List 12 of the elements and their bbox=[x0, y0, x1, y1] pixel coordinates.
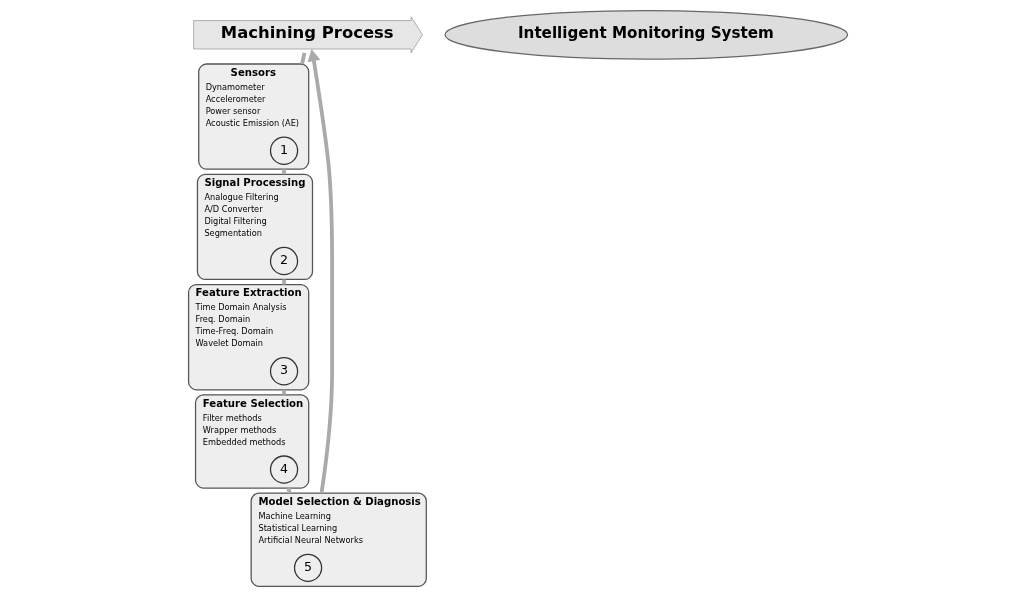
node-circle: 5 bbox=[293, 553, 322, 582]
node-circle: 2 bbox=[269, 246, 298, 276]
connector bbox=[286, 487, 292, 494]
connector bbox=[281, 389, 286, 395]
connector bbox=[281, 279, 286, 285]
node-ellipse: Intelligent Monitoring System bbox=[443, 9, 848, 60]
node-circle: 3 bbox=[269, 357, 298, 386]
node-circle: 4 bbox=[269, 455, 298, 484]
arrow bbox=[307, 48, 334, 494]
connector bbox=[281, 169, 286, 175]
connector bbox=[299, 52, 306, 65]
node-circle: 1 bbox=[269, 136, 298, 165]
